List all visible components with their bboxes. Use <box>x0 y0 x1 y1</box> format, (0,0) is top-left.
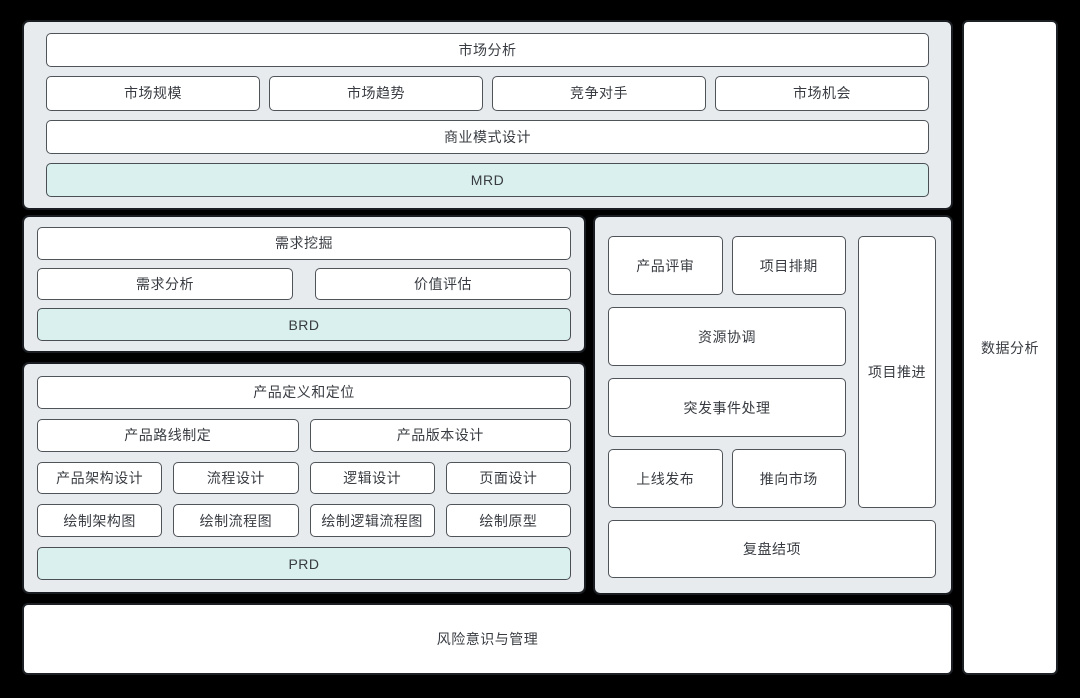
node-competitors: 竞争对手 <box>492 76 706 111</box>
node-demand-analysis: 需求分析 <box>37 267 293 301</box>
node-draw-architecture: 绘制架构图 <box>37 504 163 538</box>
demand-section: 需求挖掘 需求分析 价值评估 BRD <box>22 215 586 353</box>
node-market-trend: 市场趋势 <box>269 76 483 111</box>
data-analysis-bar: 数据分析 <box>962 20 1058 675</box>
node-value-evaluation: 价值评估 <box>315 267 571 301</box>
node-market-size: 市场规模 <box>46 76 260 111</box>
node-logic-design: 逻辑设计 <box>309 461 435 495</box>
node-resource-coordination: 资源协调 <box>608 307 846 366</box>
project-execution-section: 产品评审 项目排期 资源协调 突发事件处理 上线发布 推向市场 项目推进 复盘结… <box>593 215 953 595</box>
node-product-roadmap: 产品路线制定 <box>37 418 299 452</box>
market-analysis-section: 市场分析 市场规模 市场趋势 竞争对手 市场机会 商业模式设计 MRD <box>22 20 953 210</box>
node-product-definition: 产品定义和定位 <box>37 376 571 409</box>
node-market-analysis: 市场分析 <box>46 33 929 68</box>
node-project-schedule: 项目排期 <box>731 236 846 295</box>
node-page-design: 页面设计 <box>445 461 571 495</box>
node-prd: PRD <box>37 547 571 580</box>
product-definition-section: 产品定义和定位 产品路线制定 产品版本设计 产品架构设计 流程设计 逻辑设计 页… <box>22 362 586 594</box>
node-market-opportunity: 市场机会 <box>715 76 929 111</box>
node-draw-prototype: 绘制原型 <box>445 504 571 538</box>
node-incident-handling: 突发事件处理 <box>608 378 846 437</box>
node-demand-mining: 需求挖掘 <box>37 227 571 260</box>
node-draw-flowchart: 绘制流程图 <box>173 504 299 538</box>
node-brd: BRD <box>37 308 571 342</box>
node-draw-logic-flowchart: 绘制逻辑流程图 <box>309 504 435 538</box>
node-project-progress: 项目推进 <box>858 236 936 508</box>
node-business-model-design: 商业模式设计 <box>46 119 929 154</box>
node-launch-release: 上线发布 <box>608 449 723 508</box>
node-flow-design: 流程设计 <box>173 461 299 495</box>
node-product-version-design: 产品版本设计 <box>309 418 571 452</box>
node-mrd: MRD <box>46 162 929 197</box>
node-retrospective: 复盘结项 <box>608 520 936 578</box>
node-push-to-market: 推向市场 <box>731 449 846 508</box>
risk-management-bar: 风险意识与管理 <box>22 603 953 675</box>
node-architecture-design: 产品架构设计 <box>37 461 163 495</box>
node-product-review: 产品评审 <box>608 236 723 295</box>
